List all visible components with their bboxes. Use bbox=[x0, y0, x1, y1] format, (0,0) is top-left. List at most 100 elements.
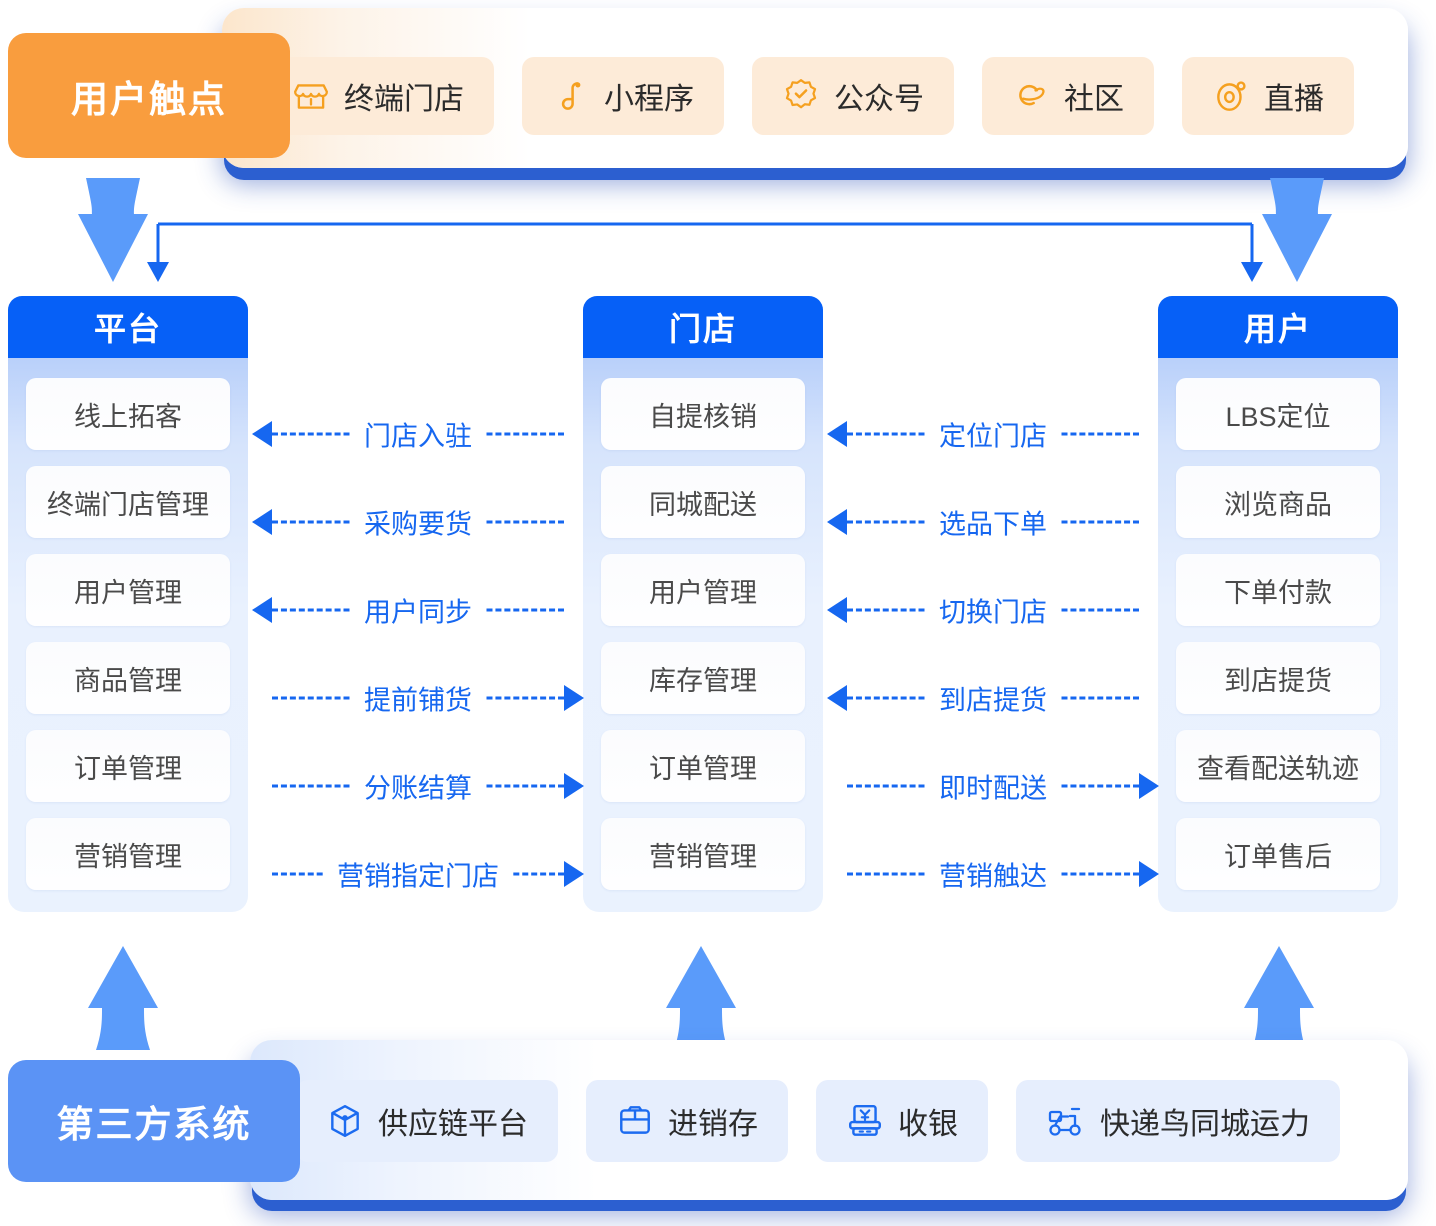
flow-row: 门店入驻 bbox=[248, 398, 588, 470]
touchpoint-chip-4[interactable]: 社区 bbox=[982, 56, 1154, 135]
flow-label[interactable]: 营销触达 bbox=[927, 847, 1059, 901]
column-item[interactable]: 订单管理 bbox=[26, 730, 230, 802]
column-item[interactable]: 浏览商品 bbox=[1176, 466, 1380, 538]
column-item[interactable]: 订单售后 bbox=[1176, 818, 1380, 890]
flow-arrow-head-right bbox=[564, 861, 584, 887]
miniprogram-icon bbox=[552, 77, 590, 115]
column-item[interactable]: 查看配送轨迹 bbox=[1176, 730, 1380, 802]
column-item[interactable]: 营销管理 bbox=[26, 818, 230, 890]
flow-label[interactable]: 分账结算 bbox=[352, 759, 484, 813]
flow-rows: 定位门店选品下单切换门店到店提货即时配送营销触达 bbox=[823, 378, 1163, 932]
third-party-label: 收银 bbox=[898, 1108, 958, 1141]
touchpoint-label: 终端门店 bbox=[344, 82, 464, 116]
touchpoints-to-user-arrow bbox=[1262, 178, 1332, 282]
third-party-chip-4[interactable]: 快递鸟同城运力 bbox=[1016, 1080, 1340, 1162]
touchpoints-to-platform-arrow bbox=[78, 178, 148, 282]
flow-label[interactable]: 门店入驻 bbox=[352, 407, 484, 461]
flow-label[interactable]: 到店提货 bbox=[927, 671, 1059, 725]
official-account-icon bbox=[782, 77, 820, 115]
inventory-icon bbox=[616, 1102, 654, 1140]
third-party-chip-list: 供应链平台 进销存 收银 快递鸟同城运力 bbox=[296, 1060, 1406, 1182]
shop-icon bbox=[292, 77, 330, 115]
touchpoint-chip-list: 终端门店 小程序 公众号 社区 直播 bbox=[262, 33, 1392, 158]
flow-row: 定位门店 bbox=[823, 398, 1163, 470]
flow-row: 到店提货 bbox=[823, 662, 1163, 734]
touchpoint-label: 直播 bbox=[1264, 82, 1324, 116]
column-item[interactable]: 库存管理 bbox=[601, 642, 805, 714]
flow-arrow-head-right bbox=[564, 773, 584, 799]
third-party-systems-section: 第三方系统 供应链平台 进销存 收银 快递鸟同城运力 bbox=[0, 1040, 1416, 1218]
touchpoints-bracket-connector bbox=[147, 222, 1263, 282]
flow-row: 即时配送 bbox=[823, 750, 1163, 822]
third-party-label: 快递鸟同城运力 bbox=[1100, 1108, 1310, 1141]
flow-spacer bbox=[248, 296, 588, 378]
third-party-chip-2[interactable]: 进销存 bbox=[586, 1080, 788, 1162]
column-title-store: 门店 bbox=[583, 296, 823, 358]
column-item[interactable]: 用户管理 bbox=[601, 554, 805, 626]
flow-rows: 门店入驻采购要货用户同步提前铺货分账结算营销指定门店 bbox=[248, 378, 588, 932]
flow-row: 用户同步 bbox=[248, 574, 588, 646]
column-item[interactable]: 同城配送 bbox=[601, 466, 805, 538]
touchpoint-chip-2[interactable]: 小程序 bbox=[522, 56, 724, 135]
flow-arrow-head-right bbox=[564, 685, 584, 711]
third-party-chip-3[interactable]: 收银 bbox=[816, 1080, 988, 1162]
delivery-scooter-icon bbox=[1046, 1102, 1086, 1140]
flow-arrow-head-left bbox=[252, 509, 272, 535]
flow-label[interactable]: 定位门店 bbox=[927, 407, 1059, 461]
column-item[interactable]: 自提核销 bbox=[601, 378, 805, 450]
flow-row: 切换门店 bbox=[823, 574, 1163, 646]
column-item[interactable]: 到店提货 bbox=[1176, 642, 1380, 714]
third-party-to-user-arrow bbox=[1244, 946, 1314, 1050]
flow-label[interactable]: 用户同步 bbox=[352, 583, 484, 637]
touchpoint-chip-3[interactable]: 公众号 bbox=[752, 56, 954, 135]
flow-arrow-head-left bbox=[827, 421, 847, 447]
touchpoint-label: 小程序 bbox=[604, 82, 694, 116]
column-item[interactable]: 用户管理 bbox=[26, 554, 230, 626]
column-item[interactable]: 终端门店管理 bbox=[26, 466, 230, 538]
flow-row: 选品下单 bbox=[823, 486, 1163, 558]
column-item[interactable]: 下单付款 bbox=[1176, 554, 1380, 626]
touchpoint-chip-1[interactable]: 终端门店 bbox=[262, 56, 494, 135]
flow-column-platform-store: 门店入驻采购要货用户同步提前铺货分账结算营销指定门店 bbox=[248, 296, 588, 932]
flow-arrow-head-left bbox=[252, 597, 272, 623]
community-icon bbox=[1012, 77, 1050, 115]
flow-label[interactable]: 切换门店 bbox=[927, 583, 1059, 637]
flow-label[interactable]: 即时配送 bbox=[927, 759, 1059, 813]
cashier-icon bbox=[846, 1102, 884, 1140]
flow-arrow-head-right bbox=[1139, 773, 1159, 799]
flow-column-store-user: 定位门店选品下单切换门店到店提货即时配送营销触达 bbox=[823, 296, 1163, 932]
third-party-to-platform-arrow bbox=[88, 946, 158, 1050]
column-body-user: LBS定位浏览商品下单付款到店提货查看配送轨迹订单售后 bbox=[1158, 358, 1398, 912]
column-item[interactable]: 营销管理 bbox=[601, 818, 805, 890]
touchpoint-chip-5[interactable]: 直播 bbox=[1182, 56, 1354, 135]
flow-arrow-head-right bbox=[1139, 861, 1159, 887]
column-item[interactable]: 商品管理 bbox=[26, 642, 230, 714]
column-item[interactable]: LBS定位 bbox=[1176, 378, 1380, 450]
flow-row: 提前铺货 bbox=[248, 662, 588, 734]
column-item[interactable]: 线上拓客 bbox=[26, 378, 230, 450]
third-party-label: 供应链平台 bbox=[378, 1108, 528, 1141]
column-title-platform: 平台 bbox=[8, 296, 248, 358]
user-touchpoints-label: 用户触点 bbox=[8, 33, 290, 158]
column-platform: 平台线上拓客终端门店管理用户管理商品管理订单管理营销管理 bbox=[8, 296, 248, 912]
flow-label[interactable]: 选品下单 bbox=[927, 495, 1059, 549]
column-body-store: 自提核销同城配送用户管理库存管理订单管理营销管理 bbox=[583, 358, 823, 912]
third-party-systems-label: 第三方系统 bbox=[8, 1060, 300, 1182]
live-stream-icon bbox=[1212, 77, 1250, 115]
flow-arrow-head-left bbox=[827, 509, 847, 535]
column-title-user: 用户 bbox=[1158, 296, 1398, 358]
flow-label[interactable]: 提前铺货 bbox=[352, 671, 484, 725]
flow-row: 营销指定门店 bbox=[248, 838, 588, 910]
flow-arrow-head-left bbox=[252, 421, 272, 447]
column-item[interactable]: 订单管理 bbox=[601, 730, 805, 802]
flow-spacer bbox=[823, 296, 1163, 378]
flow-label[interactable]: 营销指定门店 bbox=[325, 847, 511, 901]
user-touchpoints-section: 用户触点 终端门店 小程序 公众号 社区 直播 bbox=[0, 8, 1416, 178]
flow-label[interactable]: 采购要货 bbox=[352, 495, 484, 549]
touchpoint-label: 公众号 bbox=[834, 82, 924, 116]
flow-row: 营销触达 bbox=[823, 838, 1163, 910]
flow-row: 分账结算 bbox=[248, 750, 588, 822]
flow-row: 采购要货 bbox=[248, 486, 588, 558]
third-party-chip-1[interactable]: 供应链平台 bbox=[296, 1080, 558, 1162]
